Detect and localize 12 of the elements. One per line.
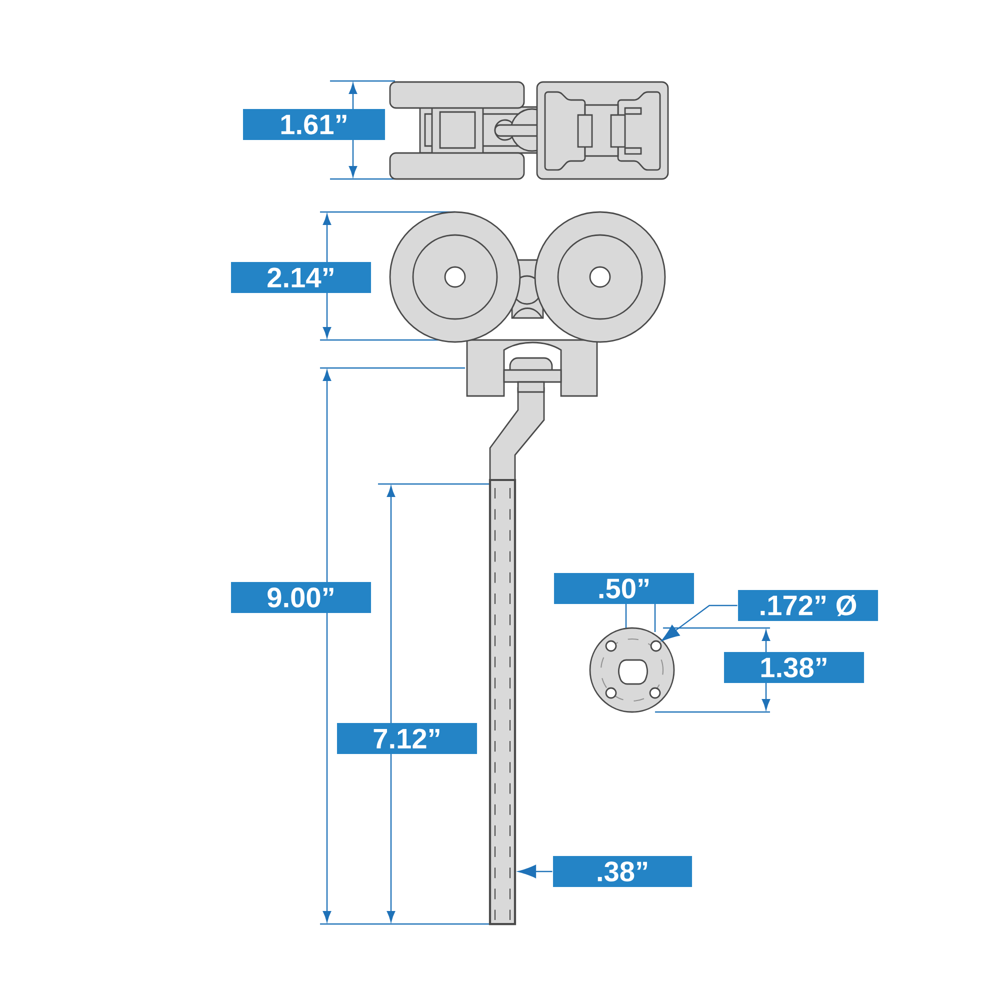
dimension-label: 7.12”	[337, 723, 478, 754]
dimension-label: 9.00”	[231, 582, 372, 613]
dimension-label: 1.61”	[243, 109, 386, 140]
rod	[488, 478, 516, 926]
dimension-label: .50”	[554, 573, 694, 604]
dimension-label: 2.14”	[231, 262, 372, 293]
leader-line	[518, 864, 552, 878]
mounting-hole	[650, 640, 662, 652]
dimension-label: .172” Ø	[738, 590, 878, 621]
leader-line	[662, 604, 738, 641]
dimension-label: 1.38”	[724, 652, 864, 683]
dimension-label: .38”	[553, 856, 692, 888]
